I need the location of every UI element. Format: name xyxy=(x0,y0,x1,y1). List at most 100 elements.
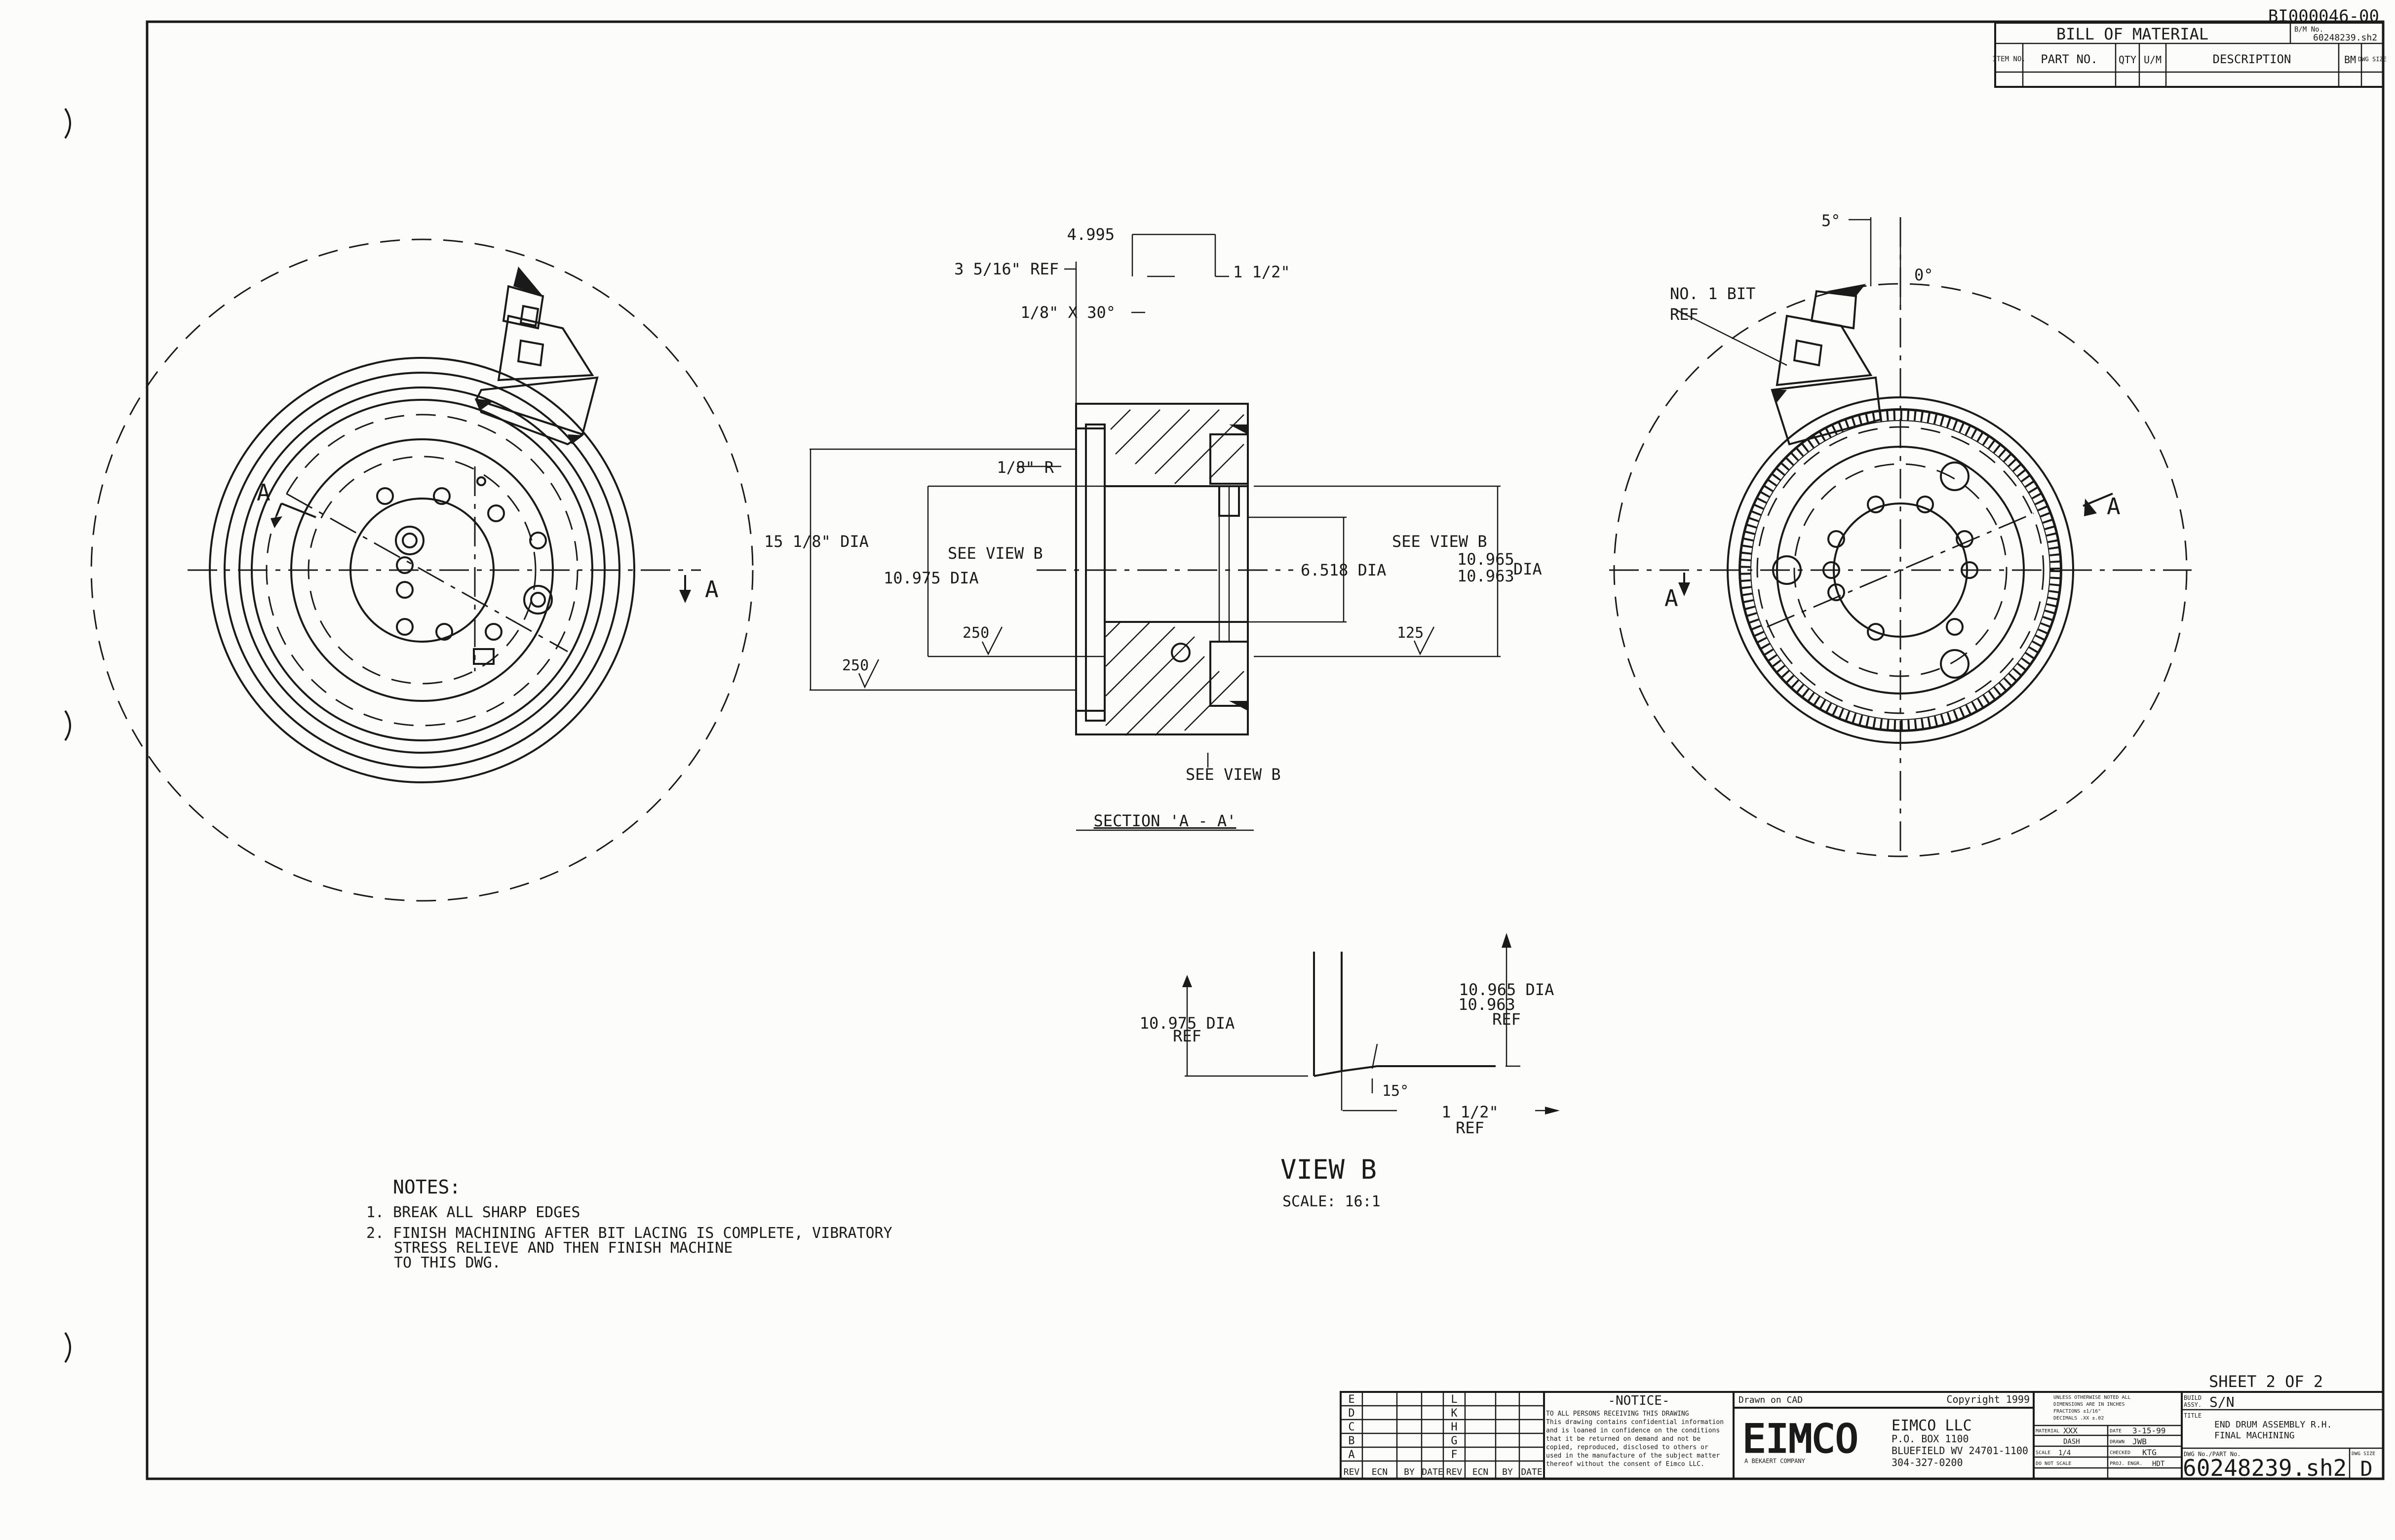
section-dimensions xyxy=(810,233,1501,768)
notice-title: -NOTICE- xyxy=(1608,1393,1669,1408)
rev-footer-rev: REV xyxy=(1344,1467,1360,1477)
view-b: 10.975 DIA REF 10.965 DIA 10.963 REF 15°… xyxy=(1140,933,1560,1210)
section-mark-a-r1: A xyxy=(2107,493,2121,520)
dim-4995: 4.995 xyxy=(1067,225,1115,244)
notes: NOTES: 1. BREAK ALL SHARP EDGES 2. FINIS… xyxy=(366,1176,892,1271)
company-name: EIMCO LLC xyxy=(1892,1417,1972,1434)
note-2-line-2: STRESS RELIEVE AND THEN FINISH MACHINE xyxy=(394,1239,733,1257)
section-arrow-left: A xyxy=(257,479,316,528)
bit-holder-right xyxy=(1771,284,1882,446)
rev-h: H xyxy=(1451,1421,1457,1433)
drawn-value: JWB xyxy=(2132,1437,2147,1446)
left-end-view: A A xyxy=(90,238,754,902)
rev-g: G xyxy=(1451,1435,1457,1447)
rev-l: L xyxy=(1451,1393,1457,1406)
bolt-holes xyxy=(376,476,553,641)
material-value: XXX xyxy=(2063,1426,2078,1435)
drawing-title-1: END DRUM ASSEMBLY R.H. xyxy=(2214,1420,2332,1430)
notice-line-7: thereof without the consent of Eimco LLC… xyxy=(1546,1461,1704,1468)
dim-10975-dia: 10.975 DIA xyxy=(884,569,979,587)
see-view-b-right: SEE VIEW B xyxy=(1392,532,1487,551)
section-mark-a-right: A xyxy=(705,576,719,603)
rev-b: B xyxy=(1348,1435,1354,1447)
vb-dim-1-1-2-2: REF xyxy=(1456,1118,1484,1137)
section-a-a-title: SECTION 'A - A' xyxy=(1094,811,1236,830)
section-mark-a-left: A xyxy=(257,479,270,506)
right-end-view: 5° 0° NO. 1 BIT REF A A xyxy=(1609,211,2192,857)
dim-10965: 10.965 xyxy=(1457,550,1514,569)
rev-c: C xyxy=(1348,1421,1354,1433)
dwg-size-label: DWG SIZE xyxy=(2352,1451,2375,1457)
bom-header-desc: DESCRIPTION xyxy=(2213,52,2291,66)
title-block: SHEET 2 OF 2 E D C B A L K H G F REV ECN xyxy=(1340,1372,2384,1481)
vb-dim-10965-2: 10.963 xyxy=(1458,995,1515,1014)
bom-title: BILL OF MATERIAL xyxy=(2056,25,2208,43)
title-label: TITLE xyxy=(2184,1412,2202,1419)
drawing-border xyxy=(146,20,2385,1480)
rev-footer-date2: DATE xyxy=(1521,1467,1542,1477)
section-hatching xyxy=(1105,409,1244,736)
dim-15-1-8-dia: 15 1/8" DIA xyxy=(764,532,869,551)
dwg-size: D xyxy=(2360,1457,2372,1481)
company-phone: 304-327-0200 xyxy=(1892,1457,1963,1468)
notice-line-1: TO ALL PERSONS RECEIVING THIS DRAWING xyxy=(1546,1410,1689,1418)
vb-dim-10965-3: REF xyxy=(1492,1010,1521,1029)
vb-angle-15: 15° xyxy=(1382,1082,1409,1100)
tol-2: DIMENSIONS ARE IN INCHES xyxy=(2053,1402,2125,1407)
scale-value: 1/4 xyxy=(2058,1449,2071,1457)
angle-0: 0° xyxy=(1914,266,1933,284)
rev-d: D xyxy=(1348,1407,1354,1420)
drawing-title-2: FINAL MACHINING xyxy=(2214,1430,2295,1441)
dim-1-1-2: 1 1/2" xyxy=(1233,263,1290,281)
tol-1: UNLESS OTHERWISE NOTED ALL xyxy=(2053,1395,2131,1400)
bom-no-label: B/M No. xyxy=(2294,26,2323,34)
angle-refs xyxy=(1673,217,1901,366)
build-label: BUILD xyxy=(2184,1394,2202,1401)
bill-of-material: BILL OF MATERIAL B/M No. 60248239.sh2 IT… xyxy=(1992,22,2387,88)
date-label: DATE xyxy=(2110,1428,2122,1434)
vb-dim-1-1-2-1: 1 1/2" xyxy=(1441,1103,1499,1121)
build-assy-label: ASSY. xyxy=(2184,1401,2202,1408)
note-2-line-3: TO THIS DWG. xyxy=(394,1254,501,1271)
revision-grid xyxy=(1341,1392,1545,1479)
finish-250-b: 250 xyxy=(842,657,869,674)
bom-header-part: PART NO. xyxy=(2041,52,2098,66)
see-view-b-left: SEE VIEW B xyxy=(948,544,1043,563)
dim-10963: 10.963 xyxy=(1457,567,1514,585)
binder-marks xyxy=(64,108,71,1363)
note-1: 1. BREAK ALL SHARP EDGES xyxy=(366,1204,580,1221)
dwg-no: 60248239.sh2 xyxy=(2183,1455,2347,1481)
view-b-title: VIEW B xyxy=(1280,1154,1377,1185)
rev-k: K xyxy=(1451,1407,1458,1420)
rev-footer-ecn2: ECN xyxy=(1472,1467,1489,1477)
vb-dim-10975-2: REF xyxy=(1173,1027,1201,1045)
bom-header-um: U/M xyxy=(2144,54,2162,66)
dim-dia-label: DIA xyxy=(1513,560,1542,578)
company-address-2: BLUEFIELD WV 24701-1100 xyxy=(1892,1445,2028,1457)
bom-no: 60248239.sh2 xyxy=(2313,33,2377,43)
eimco-logo-sub: A BEKAERT COMPANY xyxy=(1744,1458,1806,1464)
proj-engr-value: HDT xyxy=(2152,1460,2165,1468)
checked-label: CHECKED xyxy=(2110,1450,2130,1456)
sheet-number: SHEET 2 OF 2 xyxy=(2209,1372,2323,1391)
rev-footer-rev2: REV xyxy=(1446,1467,1463,1477)
dash-label: DASH xyxy=(2063,1438,2080,1446)
vb-dim-10965-1: 10.965 DIA xyxy=(1459,980,1554,999)
dim-6518-dia: 6.518 DIA xyxy=(1301,561,1386,579)
material-label: MATERIAL xyxy=(2036,1428,2059,1434)
section-a-a: 4.995 3 5/16" REF 1 1/2" 1/8" X 30° 1/8"… xyxy=(764,225,1542,831)
build-value: S/N xyxy=(2209,1394,2235,1410)
finish-125: 125 xyxy=(1397,624,1424,642)
bit-label-2: REF xyxy=(1670,305,1699,324)
rev-footer-by: BY xyxy=(1404,1467,1415,1477)
dwg-no-label: DWG No./PART No. xyxy=(2184,1451,2241,1458)
scale-label: SCALE xyxy=(2036,1450,2050,1456)
dim-3-5-16-ref: 3 5/16" REF xyxy=(954,260,1059,278)
bom-header-qty: QTY xyxy=(2119,54,2136,66)
notice-line-5: copied, reproduced, disclosed to others … xyxy=(1546,1444,1708,1451)
weld-bead xyxy=(1739,409,2061,731)
dim-radius: 1/8" R xyxy=(997,458,1054,477)
drawn-label: DRAWN xyxy=(2110,1439,2125,1445)
finish-250-a: 250 xyxy=(963,624,989,642)
